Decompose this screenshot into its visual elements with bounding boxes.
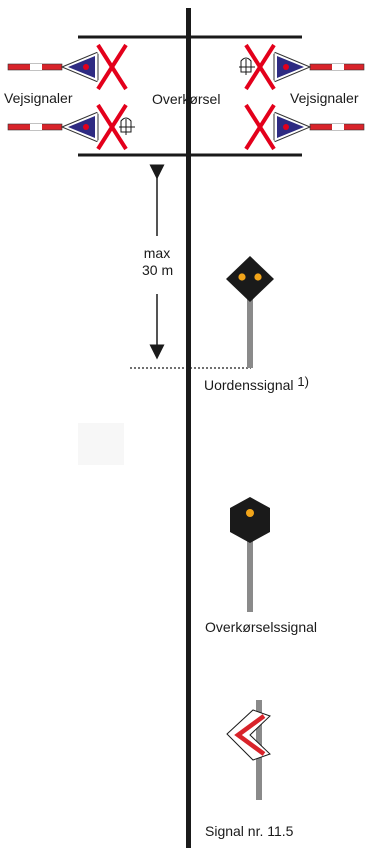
road-signal-upper-right [239, 42, 365, 92]
fault-signal-name: Uordenssignal [204, 377, 294, 393]
track-line [186, 8, 191, 848]
max-label: max [143, 245, 171, 261]
road-signals-label-right: Vejsignaler [290, 90, 359, 106]
fault-signal-label: Uordenssignal 1) [204, 374, 309, 394]
cross-sign-lower-right [242, 102, 278, 152]
road-signals-label-left: Vejsignaler [4, 90, 73, 106]
bell-icon-lower-left [119, 117, 135, 135]
cross-sign-lower-left [94, 102, 130, 152]
crossing-signal [230, 497, 270, 612]
crossing-label: Overkørsel [152, 91, 221, 107]
cross-sign-upper-right [242, 42, 278, 92]
faint-background-patch [78, 423, 124, 465]
signal-number-label: Signal nr. 11.5 [205, 823, 294, 839]
cross-sign-upper-left [94, 42, 130, 92]
footnote-marker: 1) [297, 374, 309, 389]
chevron-signal [226, 700, 271, 800]
road-signal-lower-left [7, 102, 135, 152]
fault-signal [226, 256, 274, 368]
road-signal-lower-right [242, 102, 365, 152]
road-signal-upper-left [7, 42, 130, 92]
crossing-signal-label: Overkørselssignal [205, 619, 318, 635]
bell-icon-upper-right [239, 57, 255, 75]
distance-value-label: 30 m [142, 262, 174, 278]
